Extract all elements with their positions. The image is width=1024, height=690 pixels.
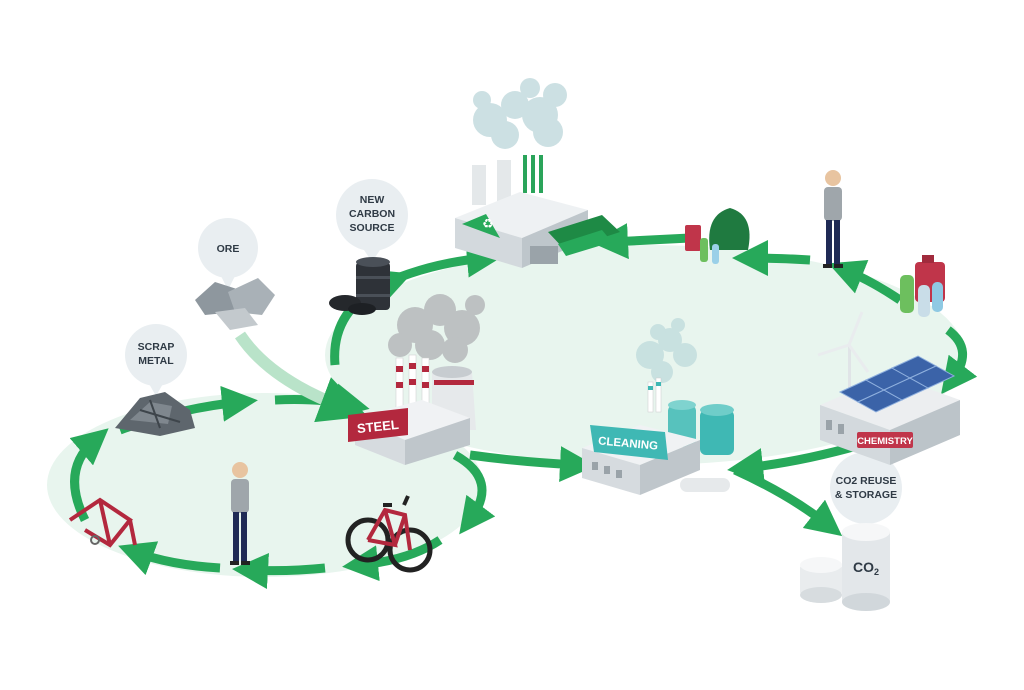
cleaning-plant: CLEANING bbox=[582, 318, 734, 495]
new-carbon-bubble-line-2: CARBON bbox=[349, 208, 395, 220]
wind-turbine-icon bbox=[817, 311, 870, 410]
ore-to-steel-arrow bbox=[235, 331, 368, 423]
scrap-metal-bubble: SCRAP METAL bbox=[125, 324, 187, 396]
scrap-bubble-line-2: METAL bbox=[138, 355, 174, 367]
scrap-bubble-line-1: SCRAP bbox=[138, 341, 175, 353]
bottles-icon bbox=[900, 255, 945, 317]
steel-label: STEEL bbox=[356, 417, 399, 436]
co2-tank-label: CO2 bbox=[853, 559, 879, 577]
steel-sign bbox=[348, 408, 408, 442]
recycle-icon: ♻ bbox=[482, 217, 494, 232]
new-carbon-bubble-line-3: SOURCE bbox=[350, 222, 395, 234]
cleaning-sign bbox=[590, 425, 668, 460]
solar-panels-icon bbox=[838, 355, 956, 413]
steel-chimneys bbox=[395, 354, 430, 411]
new-carbon-bubble-line-1: NEW bbox=[360, 194, 385, 206]
recycling-factory-smoke bbox=[473, 78, 567, 149]
plastic-waste-icon bbox=[685, 208, 750, 264]
ore-bubble-line: ORE bbox=[217, 243, 240, 255]
person-top-right-icon bbox=[823, 170, 843, 268]
carbon-barrels-icon bbox=[329, 257, 390, 315]
co2-bubble-line-2: & STORAGE bbox=[835, 489, 897, 501]
cleaning-plant-smoke bbox=[636, 318, 697, 383]
chemistry-label: CHEMISTRY bbox=[857, 436, 913, 447]
co2-tank-subscript: 2 bbox=[874, 567, 879, 577]
co2-storage-arrow bbox=[733, 465, 843, 537]
steel-plant-smoke bbox=[388, 294, 485, 363]
chemistry-sign bbox=[857, 432, 913, 448]
co2-tank: CO2 bbox=[800, 523, 890, 611]
steel-plant: STEEL bbox=[348, 294, 485, 465]
bicycle-icon bbox=[345, 495, 433, 573]
new-carbon-bubble: NEW CARBON SOURCE bbox=[336, 179, 408, 262]
person-middle-icon bbox=[230, 462, 250, 565]
chemistry-plant: CHEMISTRY bbox=[817, 311, 960, 465]
cleaning-label: CLEANING bbox=[598, 435, 659, 452]
recycling-factory: ♻ bbox=[455, 78, 620, 268]
co2-bubble-line-1: CO2 REUSE bbox=[836, 475, 897, 487]
scrap-metal-pile-icon bbox=[115, 392, 195, 436]
broken-bicycle-icon bbox=[68, 497, 137, 548]
ore-rocks-icon bbox=[195, 278, 275, 330]
ore-bubble: ORE bbox=[198, 218, 258, 290]
co2-tank-main: CO bbox=[853, 559, 874, 575]
